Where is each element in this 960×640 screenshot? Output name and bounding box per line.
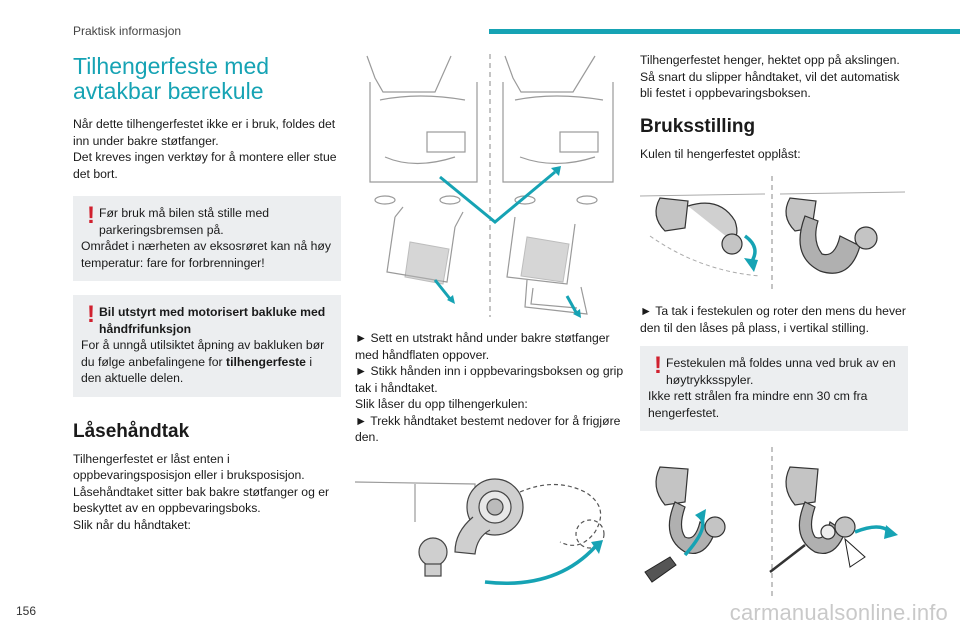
- hanging-paragraph: Tilhengerfestet henger, hektet opp på ak…: [640, 53, 900, 100]
- lock-paragraph-2: Låsehåndtaket sitter bak bakre støtfange…: [73, 484, 330, 516]
- towbar-hanging-illustration: [355, 477, 605, 585]
- lock-paragraph-3: Slik når du håndtaket:: [73, 517, 191, 532]
- column-left: Tilhengerfeste med avtakbar bærekule Når…: [73, 54, 341, 533]
- warning-text-1: Festekulen må foldes unna ved bruk av en…: [666, 356, 896, 387]
- ball-rotation-illustration: [640, 176, 906, 291]
- warning-text-2: Ikke rett strålen fra mindre enn 30 cm f…: [648, 389, 868, 420]
- page-title: Tilhengerfeste med avtakbar bærekule: [73, 53, 270, 104]
- warning-box-tailgate: ! Bil utstyrt med motorisert bakluke med…: [73, 295, 341, 397]
- watermark: carmanualsonline.info: [729, 600, 948, 625]
- rotate-step: ► Ta tak i festekulen og roter den mens …: [640, 304, 906, 335]
- step-4: ► Trekk håndtaket bestemt nedover for å …: [355, 413, 621, 445]
- warning-exclamation-icon: !: [87, 202, 95, 229]
- warning-box-washer: ! Festekulen må foldes unna ved bruk av …: [640, 346, 908, 431]
- intro-paragraph-1: Når dette tilhengerfestet ikke er i bruk…: [73, 117, 336, 148]
- warning-text-bold: tilhengerfeste: [226, 354, 306, 369]
- warning-exclamation-icon: !: [87, 301, 95, 328]
- warning-text-part: For å unngå utilsiktet åpning av bakluke…: [81, 338, 325, 369]
- header-accent-bar: [489, 29, 960, 34]
- step-1: ► Sett en utstrakt hånd under bakre støt…: [355, 331, 610, 362]
- warning-exclamation-icon: !: [654, 352, 662, 379]
- page-number: 156: [16, 604, 37, 618]
- lock-handle-heading: Låsehåndtak: [73, 420, 190, 442]
- handle-access-illustration: [366, 54, 614, 318]
- warning-text: For å unngå utilsiktet åpning av bakluke…: [81, 337, 333, 387]
- warning-title: Bil utstyrt med motorisert bakluke med h…: [99, 305, 326, 336]
- use-position-heading: Bruksstilling: [640, 115, 756, 137]
- warning-box-parking: ! Før bruk må bilen stå stille med parke…: [73, 196, 341, 281]
- step-2: ► Stikk hånden inn i oppbevaringsboksen …: [355, 364, 624, 395]
- section-header: Praktisk informasjon: [73, 24, 182, 38]
- intro-paragraph-2: Det kreves ingen verktøy for å montere e…: [73, 150, 337, 181]
- cable-mount-illustration: [644, 447, 898, 597]
- step-3: Slik låser du opp tilhengerkulen:: [355, 397, 528, 411]
- use-paragraph: Kulen til hengerfestet opplåst:: [640, 146, 801, 161]
- warning-text-part: i den aktuelle delen.: [81, 354, 313, 386]
- column-middle: ► Sett en utstrakt hånd under bakre støt…: [355, 52, 625, 592]
- warning-text-1: Før bruk må bilen stå stille med parkeri…: [99, 206, 270, 237]
- warning-text-2: Området i nærheten av eksosrøret kan nå …: [81, 239, 331, 270]
- lock-paragraph-1: Tilhengerfestet er låst enten i oppbevar…: [73, 451, 305, 483]
- column-right: Tilhengerfestet henger, hektet opp på ak…: [640, 52, 908, 597]
